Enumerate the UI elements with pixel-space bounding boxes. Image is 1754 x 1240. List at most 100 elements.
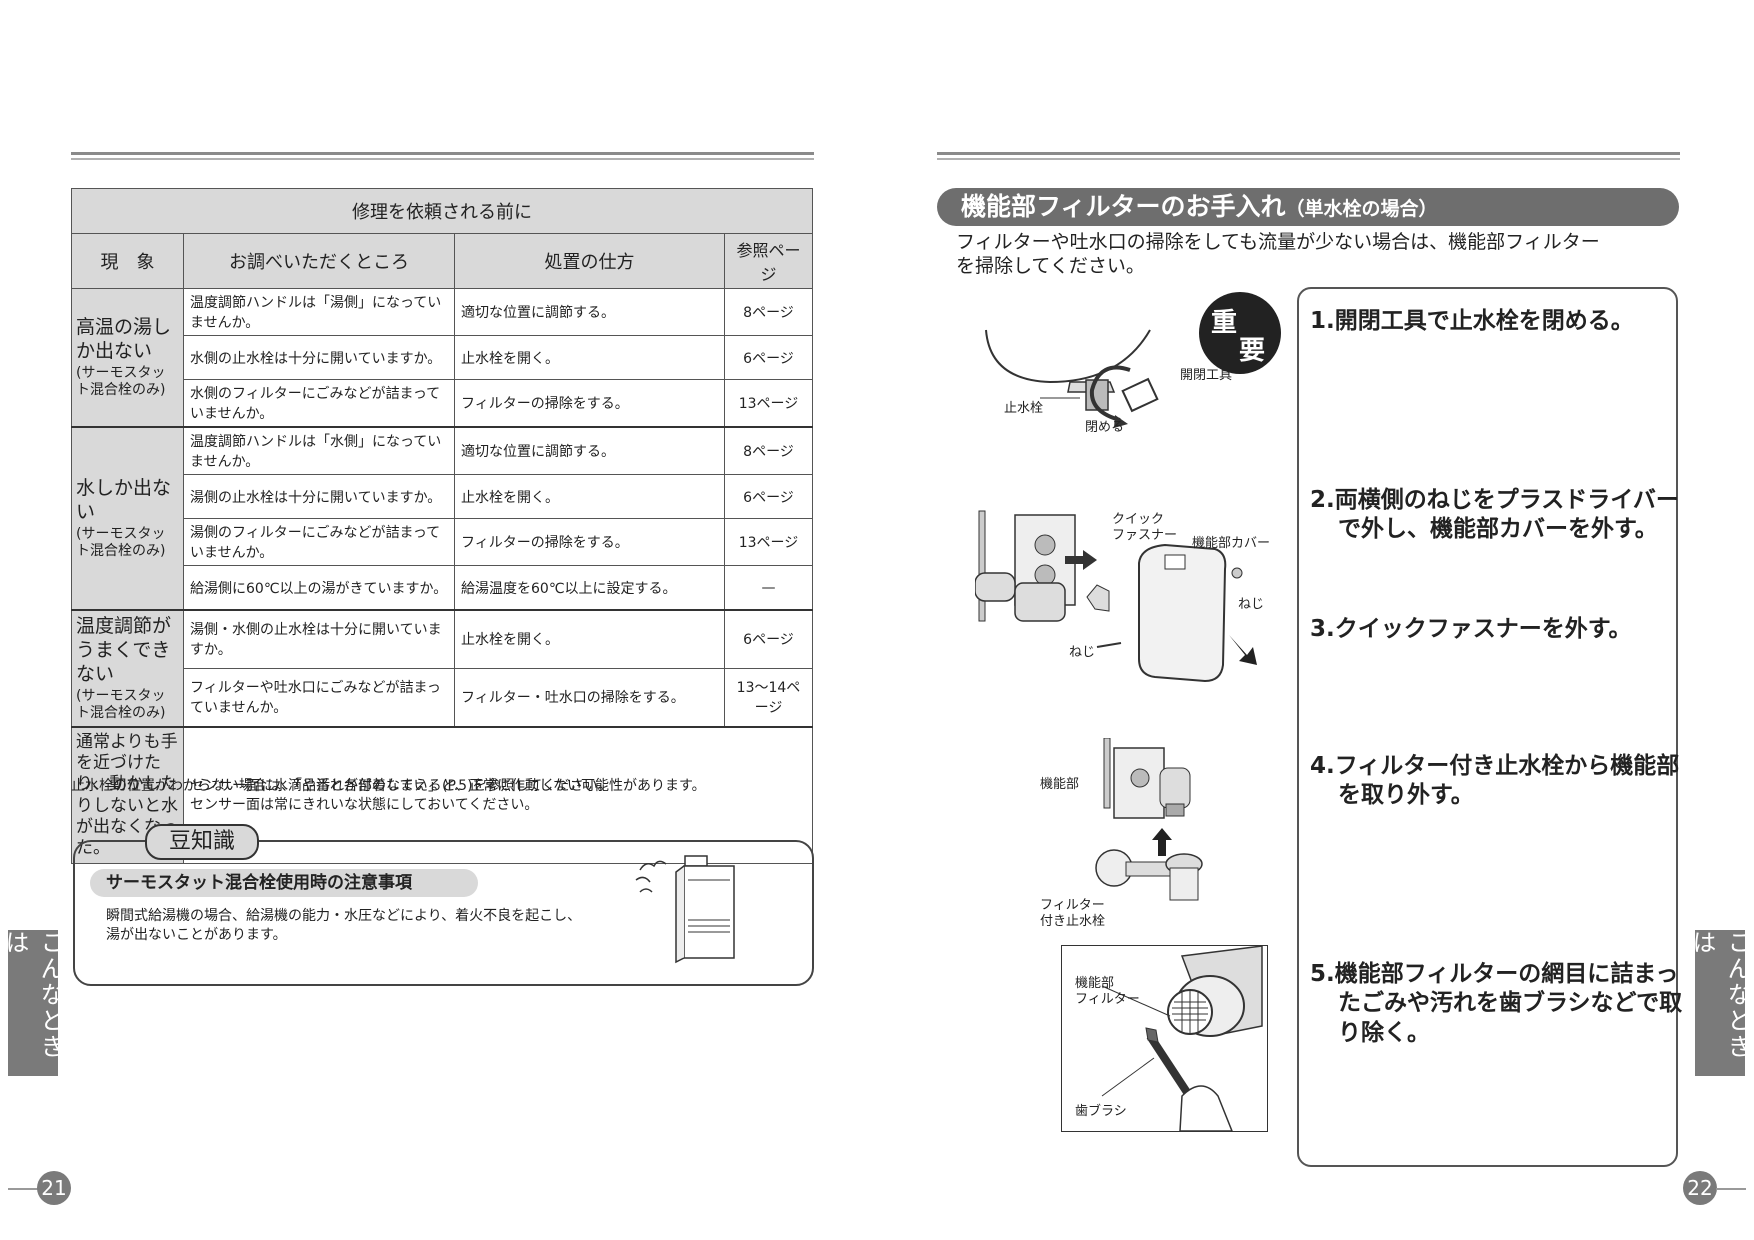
- badge-char-2: 要: [1239, 336, 1266, 366]
- action-cell: 止水栓を開く。: [454, 474, 725, 519]
- step-3: 3.クイックファスナーを外す。: [1310, 616, 1632, 642]
- section-title-sub: （単水栓の場合）: [1285, 198, 1438, 220]
- label-shimeru: 閉める: [1085, 420, 1125, 435]
- table-caption: 修理を依頼される前に: [71, 188, 813, 234]
- left-header-rule-2: [71, 158, 814, 160]
- label-filter-shisuisen: フィルター 付き止水栓: [1040, 898, 1105, 931]
- right-header-rule: [937, 152, 1680, 155]
- intro-line: フィルターや吐水口の掃除をしても流量が少ない場合は、機能部フィルター: [956, 231, 1600, 253]
- tip-box: [73, 840, 814, 986]
- tip-text-line: 湯が出ないことがあります。: [106, 926, 287, 943]
- intro-text: フィルターや吐水口の掃除をしても流量が少ない場合は、機能部フィルター を掃除して…: [956, 231, 1676, 279]
- label-line: ファスナー: [1112, 527, 1178, 543]
- label-neji-left: ねじ: [1069, 645, 1096, 660]
- label-quick-fastener: クイック ファスナー: [1112, 512, 1177, 543]
- symptom-cell: 高温の湯しか出ない (サーモスタット混合栓のみ): [71, 288, 184, 428]
- troubleshooting-table: 修理を依頼される前に 現 象 お調べいただくところ 処置の仕方 参照ページ 高温…: [71, 188, 813, 865]
- action-cell: フィルター・吐水口の掃除をする。: [454, 667, 725, 728]
- filter-cleaning-illustration: [1101, 946, 1263, 1131]
- symptom-paren: (サーモスタット混合栓のみ): [76, 365, 166, 399]
- step-5: 5.機能部フィルターの網目に詰まったごみや汚れを歯ブラシなどで取り除く。: [1310, 961, 1683, 1046]
- tip-subhead: サーモスタット混合栓使用時の注意事項: [90, 869, 478, 897]
- label-line: 付き止水栓: [1040, 914, 1106, 930]
- symptom-paren: (サーモスタット混合栓のみ): [76, 688, 166, 722]
- left-header-rule: [71, 152, 814, 155]
- badge-char-1: 重: [1211, 308, 1238, 338]
- sensor-text-line: センサー面は常にきれいな状態にしておいてください。: [190, 796, 539, 813]
- label-line: フィルター: [1075, 992, 1140, 1008]
- page-cell: 6ページ: [724, 608, 813, 669]
- tip-label: 豆知識: [145, 824, 259, 860]
- check-cell: 湯側の止水栓は十分に開いていますか。: [183, 474, 455, 519]
- right-header-rule-2: [937, 158, 1680, 160]
- page-number-right: 22: [1683, 1171, 1717, 1205]
- check-cell: 温度調節ハンドルは「湯側」になっていませんか。: [183, 288, 455, 336]
- side-tab-left[interactable]: こんなときは: [1, 930, 64, 1076]
- label-kaihei-kougu: 開閉工具: [1180, 368, 1233, 383]
- page-cell: 13ページ: [724, 379, 813, 428]
- page-cell: 8ページ: [724, 288, 813, 336]
- label-line: フィルター: [1040, 898, 1105, 913]
- action-cell: フィルターの掃除をする。: [454, 518, 725, 566]
- intro-line: を掃除してください。: [956, 254, 1145, 277]
- valve-tool-illustration: [985, 329, 1159, 428]
- label-line: 機能部: [1075, 976, 1115, 991]
- page-number-left: 21: [37, 1171, 71, 1205]
- symptom-cell: 温度調節がうまくできない (サーモスタット混合栓のみ): [71, 609, 184, 728]
- symptom-main: 高温の湯しか出ない: [76, 315, 172, 362]
- filter-detail-frame: [1061, 945, 1268, 1132]
- section-title: 機能部フィルターのお手入れ（単水栓の場合）: [937, 188, 1679, 226]
- page-cell: 6ページ: [724, 335, 813, 380]
- header-symptom: 現 象: [71, 233, 184, 289]
- header-check: お調べいただくところ: [183, 233, 455, 289]
- unit-removal-illustration: [1095, 738, 1203, 901]
- page-cell: —: [724, 565, 813, 611]
- page-cell: 8ページ: [724, 426, 813, 475]
- action-cell: 適切な位置に調節する。: [454, 426, 725, 475]
- cover-removal-illustration: [975, 510, 1257, 683]
- important-badge: 重 要: [1199, 292, 1281, 374]
- action-cell: 止水栓を開く。: [454, 335, 725, 380]
- shisuisen-note: 止水栓の位置がわからない場合は、「品番と各部のなまえ」(P.5)を参照してくださ…: [71, 778, 612, 794]
- check-cell: 給湯側に60℃以上の湯がきていますか。: [183, 565, 455, 611]
- label-line: クイック: [1112, 512, 1165, 527]
- steps-box: [1297, 287, 1678, 1167]
- tip-text: 瞬間式給湯機の場合、給湯機の能力・水圧などにより、着火不良を起こし、 湯が出ない…: [106, 907, 626, 945]
- check-cell: フィルターや吐水口にごみなどが詰まっていませんか。: [183, 667, 455, 728]
- step-1: 1.開閉工具で止水栓を閉める。: [1310, 308, 1634, 334]
- page-cell: 6ページ: [724, 474, 813, 519]
- check-cell: 湯側のフィルターにごみなどが詰まっていませんか。: [183, 518, 455, 566]
- check-cell: 湯側・水側の止水栓は十分に開いていますか。: [183, 608, 455, 669]
- step-2: 2.両横側のねじをプラスドライバーで外し、機能部カバーを外す。: [1310, 487, 1679, 543]
- side-tab-right[interactable]: こんなときは: [1688, 930, 1751, 1076]
- tip-text-line: 瞬間式給湯機の場合、給湯機の能力・水圧などにより、着火不良を起こし、: [106, 908, 582, 924]
- header-page: 参照ページ: [724, 233, 813, 289]
- symptom-main: 通常よりも手を近づけたり、動かしたりしないと水が出なくなった。: [76, 731, 178, 859]
- label-cover: 機能部カバー: [1192, 536, 1271, 551]
- label-kinoubu-filter: 機能部 フィルター: [1075, 976, 1140, 1009]
- label-neji-right: ねじ: [1238, 597, 1265, 612]
- symptom-cell: 水しか出ない (サーモスタット混合栓のみ): [71, 426, 184, 611]
- page-cell: 13ページ: [724, 518, 813, 566]
- action-cell: 止水栓を開く。: [454, 608, 725, 669]
- action-cell: 適切な位置に調節する。: [454, 288, 725, 336]
- action-cell: 給湯温度を60℃以上に設定する。: [454, 565, 725, 611]
- symptom-main: 水しか出ない: [76, 476, 172, 523]
- symptom-main: 温度調節がうまくできない: [76, 615, 172, 685]
- section-title-main: 機能部フィルターのお手入れ: [961, 192, 1286, 221]
- action-cell: フィルターの掃除をする。: [454, 379, 725, 428]
- page-cell: 13〜14ページ: [724, 667, 813, 728]
- label-shisuisen: 止水栓: [1004, 401, 1044, 416]
- symptom-paren: (サーモスタット混合栓のみ): [76, 526, 166, 560]
- page-number-line-right: [1716, 1188, 1746, 1190]
- header-action: 処置の仕方: [454, 233, 725, 289]
- check-cell: 水側のフィルターにごみなどが詰まっていませんか。: [183, 379, 455, 428]
- label-kinoubu: 機能部: [1040, 777, 1080, 792]
- sensor-text-line: センサー面に水滴や汚れが付着していると、正常に作動しない可能性があります。: [190, 778, 706, 795]
- check-cell: 水側の止水栓は十分に開いていますか。: [183, 335, 455, 380]
- page-number-line-left: [8, 1188, 38, 1190]
- water-heater-illustration: [635, 855, 735, 964]
- step-4: 4.フィルター付き止水栓から機能部を取り外す。: [1310, 753, 1680, 809]
- check-cell: 温度調節ハンドルは「水側」になっていませんか。: [183, 426, 455, 475]
- label-haburashi: 歯ブラシ: [1075, 1104, 1127, 1119]
